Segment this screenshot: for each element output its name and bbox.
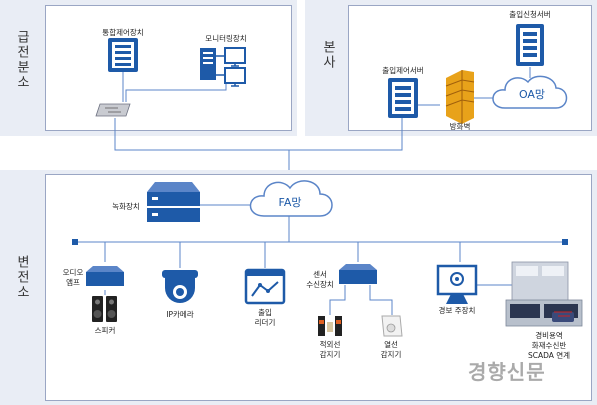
monitoring-label: 모니터링장치 xyxy=(205,34,247,43)
infrared-sensor-icon xyxy=(318,316,342,336)
heat-sensor-icon xyxy=(381,315,403,337)
watermark: 경향신문 xyxy=(468,360,546,384)
speaker-icon xyxy=(92,296,117,322)
hq-section-label: 본사 xyxy=(320,40,335,70)
integrated-controller-label: 통합제어장치 xyxy=(102,28,144,37)
security-panel-label: 경비용역 화재수신반 SCADA 연계 xyxy=(527,331,571,360)
fire-receiver-panel-icon xyxy=(505,261,583,327)
audio-amp-label: 오디오 앰프 xyxy=(62,268,84,287)
firewall-icon xyxy=(445,70,475,124)
ip-camera-icon xyxy=(162,270,198,303)
audio-amp-icon xyxy=(86,266,124,286)
oa-network-label: OA망 xyxy=(518,88,546,101)
fa-cloud-icon xyxy=(249,180,333,217)
supply-section-box xyxy=(45,5,292,131)
recorder-icon xyxy=(147,182,200,222)
access-request-server-icon xyxy=(516,24,544,66)
recorder-label: 녹화장치 xyxy=(112,202,140,211)
access-request-server-label: 출입신청서버 xyxy=(509,10,551,19)
network-switch-icon xyxy=(95,103,131,117)
heat-sensor-label: 열선 감지기 xyxy=(380,340,402,359)
server-icon xyxy=(108,38,138,72)
fa-network-label: FA망 xyxy=(278,196,302,209)
alarm-main-label: 경보 주장치 xyxy=(438,306,476,315)
sensor-receiver-label: 센서 수신장치 xyxy=(306,270,334,289)
supply-section-label: 급전분소 xyxy=(14,30,29,90)
bus-endpoints xyxy=(72,239,568,245)
access-reader-label: 출입 리더기 xyxy=(254,308,276,327)
connection-lines xyxy=(75,67,565,315)
sensor-receiver-icon xyxy=(339,264,377,284)
substation-section-label: 변전소 xyxy=(14,255,29,300)
speaker-label: 스피커 xyxy=(94,326,116,335)
infrared-sensor-label: 적외선 감지기 xyxy=(319,340,341,359)
firewall-label: 방화벽 xyxy=(449,122,471,131)
alarm-main-icon xyxy=(436,264,478,304)
ip-camera-label: IP카메라 xyxy=(166,310,194,319)
oa-cloud-icon xyxy=(492,75,568,109)
access-reader-icon xyxy=(244,268,286,305)
monitoring-icon xyxy=(200,47,246,87)
access-control-server-label: 출입제어서버 xyxy=(382,66,424,75)
access-control-server-icon xyxy=(388,78,418,118)
